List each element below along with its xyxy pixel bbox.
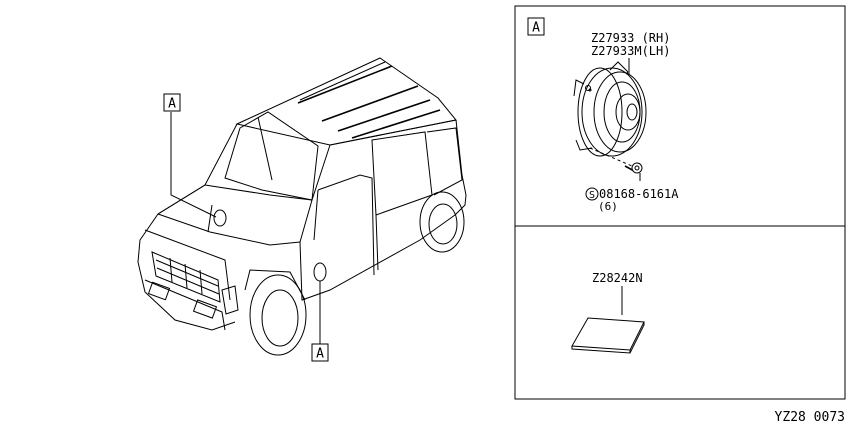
detail-callout-label: A (532, 21, 540, 36)
speaker-part-rh: Z27933 (RH) (591, 31, 670, 45)
callout-a-rear-door: A (311, 343, 329, 362)
speaker-icon (573, 61, 647, 157)
callout-label: A (316, 347, 324, 362)
detail-panel: A Z27933 (RH) Z27933M(LH) (514, 5, 846, 400)
pad-part-number: Z28242N (592, 271, 643, 285)
screw-symbol: S (589, 190, 595, 201)
speaker-part-lh: Z27933M(LH) (591, 44, 670, 58)
figure-id: YZ28 0073 (775, 410, 845, 425)
screw-quantity: (6) (598, 200, 618, 213)
callout-label: A (168, 97, 176, 112)
pad-icon (571, 317, 645, 354)
screw-part-number: 08168-6161A (599, 187, 679, 201)
screw-icon (624, 162, 643, 174)
vehicle-illustration (137, 57, 467, 356)
callout-a-front-door: A (163, 93, 181, 112)
